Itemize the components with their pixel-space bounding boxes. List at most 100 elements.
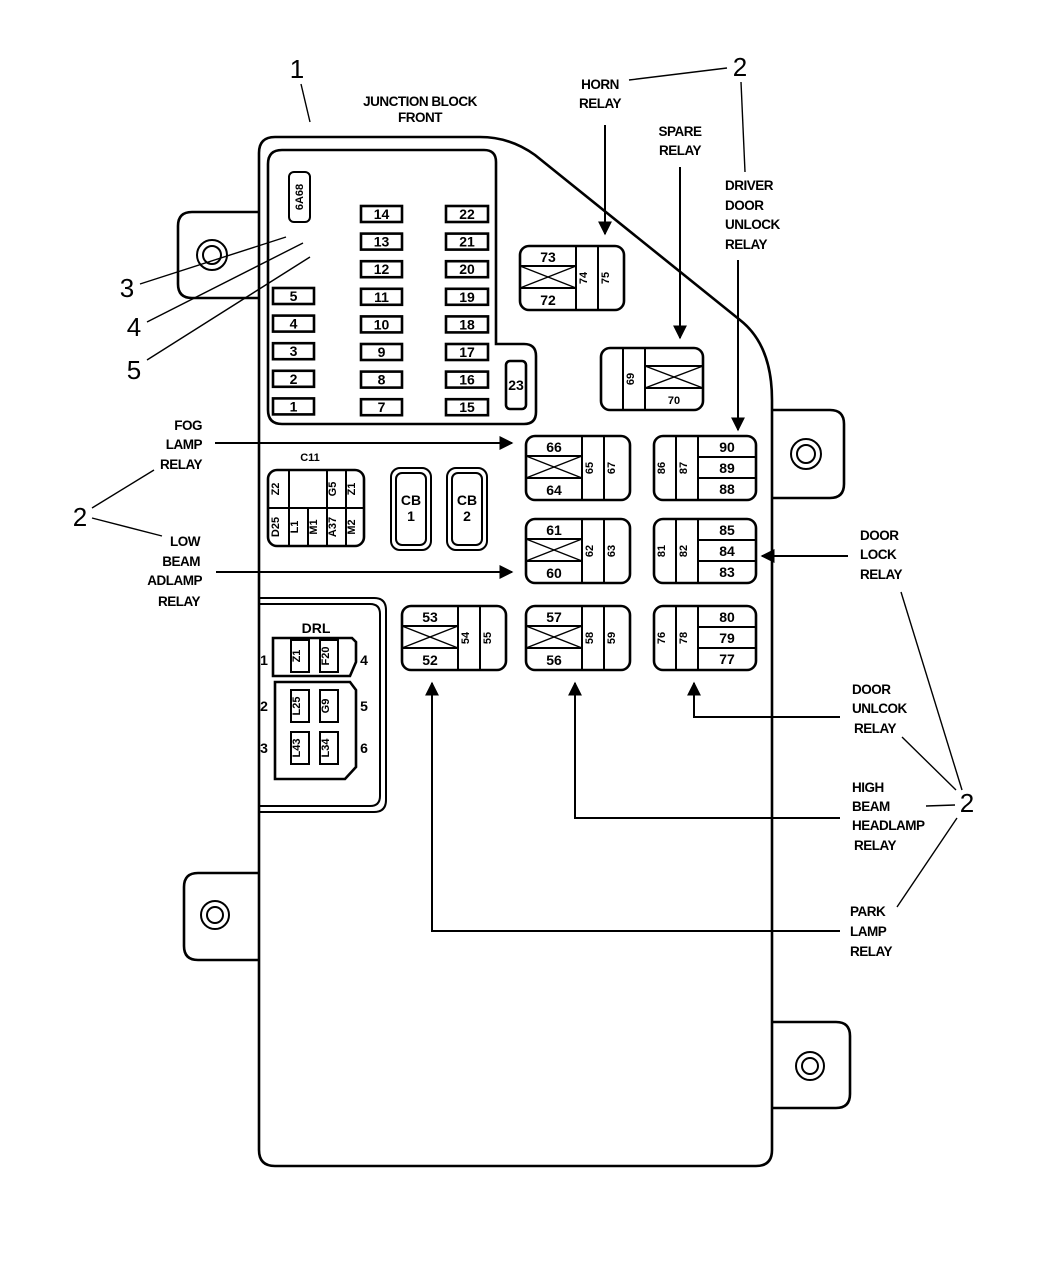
svg-text:RELAY: RELAY <box>850 944 893 959</box>
drl-cell-G9 <box>319 689 339 723</box>
circuit-breaker-2: CB 2 <box>446 467 488 551</box>
relay-pin: 77 <box>719 651 735 667</box>
fuse-23-label: 23 <box>508 377 524 393</box>
label-high-beam-relay: HIGH BEAM HEADLAMP RELAY <box>852 780 925 853</box>
label-low-beam-relay: LOW BEAM ADLAMP RELAY <box>147 534 203 609</box>
svg-text:1: 1 <box>407 508 415 524</box>
c11-pin-D25: D25 <box>270 517 282 537</box>
drl-pin-left: 3 <box>260 740 268 756</box>
svg-text:RELAY: RELAY <box>579 96 622 111</box>
fuse-label: 10 <box>374 316 390 332</box>
fuse-label: 18 <box>459 316 475 332</box>
fuse-label: 2 <box>290 371 298 387</box>
callout-3: 3 <box>120 273 134 303</box>
c11-pin-Z1: Z1 <box>346 483 358 496</box>
callout-2-left: 2 <box>73 502 87 532</box>
relay-pin: 64 <box>546 482 562 498</box>
relay-pin: 85 <box>719 522 735 538</box>
svg-text:RELAY: RELAY <box>659 143 702 158</box>
svg-text:BEAM: BEAM <box>162 554 200 569</box>
drl-bottom-section <box>273 680 358 781</box>
drl-cell-label: L43 <box>291 739 303 758</box>
mounting-tab-lower-right <box>772 1020 852 1110</box>
relay-pin: 79 <box>719 630 735 646</box>
relay-pin: 60 <box>546 565 562 581</box>
fuse-label: 14 <box>374 206 390 222</box>
relay-pin: 74 <box>578 271 590 284</box>
fuse-label: 12 <box>374 261 390 277</box>
drl-cell-label: G9 <box>320 699 332 714</box>
relay-pin: 61 <box>546 522 562 538</box>
svg-text:RELAY: RELAY <box>160 457 203 472</box>
fuse-15 <box>444 397 490 417</box>
fuse-23 <box>504 359 528 411</box>
svg-text:RELAY: RELAY <box>725 237 768 252</box>
c11-pin-A37: A37 <box>327 517 339 537</box>
fuse-label: 9 <box>378 344 386 360</box>
relay-pin: 72 <box>540 292 556 308</box>
svg-text:LOW: LOW <box>170 534 201 549</box>
label-driver-door-unlock-relay: DRIVER DOOR UNLOCK RELAY <box>725 178 781 252</box>
fuse-21 <box>444 232 490 251</box>
svg-text:DOOR: DOOR <box>725 198 764 213</box>
svg-text:UNLCOK: UNLCOK <box>852 701 907 716</box>
relay-pin: 57 <box>546 609 562 625</box>
housing-outline <box>257 135 774 1168</box>
fuse-label: 21 <box>459 234 475 250</box>
svg-text:LAMP: LAMP <box>850 924 887 939</box>
label-horn-relay: HORN RELAY <box>579 77 622 111</box>
svg-text:BEAM: BEAM <box>852 799 890 814</box>
fuse-1 <box>271 397 316 416</box>
fuse-label: 13 <box>374 234 390 250</box>
fuse-label: 5 <box>290 288 298 304</box>
drl-pin-left: 2 <box>260 698 268 714</box>
fuse-6a68 <box>288 171 311 223</box>
fuse-2 <box>271 369 316 389</box>
relay-pin: 89 <box>719 460 735 476</box>
fuse-4 <box>271 314 316 333</box>
fuse-label: 22 <box>459 206 475 222</box>
relay-pin: 73 <box>540 249 556 265</box>
relay-pin: 53 <box>422 609 438 625</box>
fuse-label: 17 <box>459 344 475 360</box>
svg-text:LAMP: LAMP <box>166 437 203 452</box>
fuse-16 <box>444 370 490 389</box>
callout-2-right: 2 <box>960 788 974 818</box>
relay-pin: 90 <box>719 439 735 455</box>
relay-pin: 75 <box>600 272 612 284</box>
svg-text:PARK: PARK <box>850 904 886 919</box>
relay-horn: 73 72 74 75 <box>518 244 626 312</box>
label-door-unlock-relay: DOOR UNLCOK RELAY <box>852 682 908 736</box>
relay-pin: 65 <box>584 462 596 474</box>
svg-text:LOCK: LOCK <box>860 547 897 562</box>
fuse-11 <box>359 287 404 307</box>
callout-5: 5 <box>127 355 141 385</box>
c11-pin-M2: M2 <box>346 519 358 534</box>
callout-4: 4 <box>127 312 141 342</box>
relay-pin: 81 <box>656 545 668 557</box>
fuse-label: 1 <box>290 398 298 414</box>
svg-text:RELAY: RELAY <box>854 721 897 736</box>
callout-1: 1 <box>290 54 304 84</box>
relay-pin: 63 <box>606 545 618 557</box>
relay-pin: 56 <box>546 652 562 668</box>
fuse-panel-outline <box>266 148 538 426</box>
drl-label: DRL <box>302 620 331 636</box>
fuse-3 <box>271 341 316 361</box>
fuse-label: 19 <box>459 289 475 305</box>
svg-text:CB: CB <box>401 492 421 508</box>
drl-cell-L34 <box>319 731 339 765</box>
c11-label: C11 <box>300 452 320 464</box>
relay-pin: 69 <box>625 373 637 385</box>
fuse-6a68-label: 6A68 <box>294 184 306 210</box>
svg-text:CB: CB <box>457 492 477 508</box>
fuse-19 <box>444 287 490 307</box>
relay-pin: 87 <box>678 462 690 474</box>
label-door-lock-relay: DOOR LOCK RELAY <box>860 528 903 582</box>
